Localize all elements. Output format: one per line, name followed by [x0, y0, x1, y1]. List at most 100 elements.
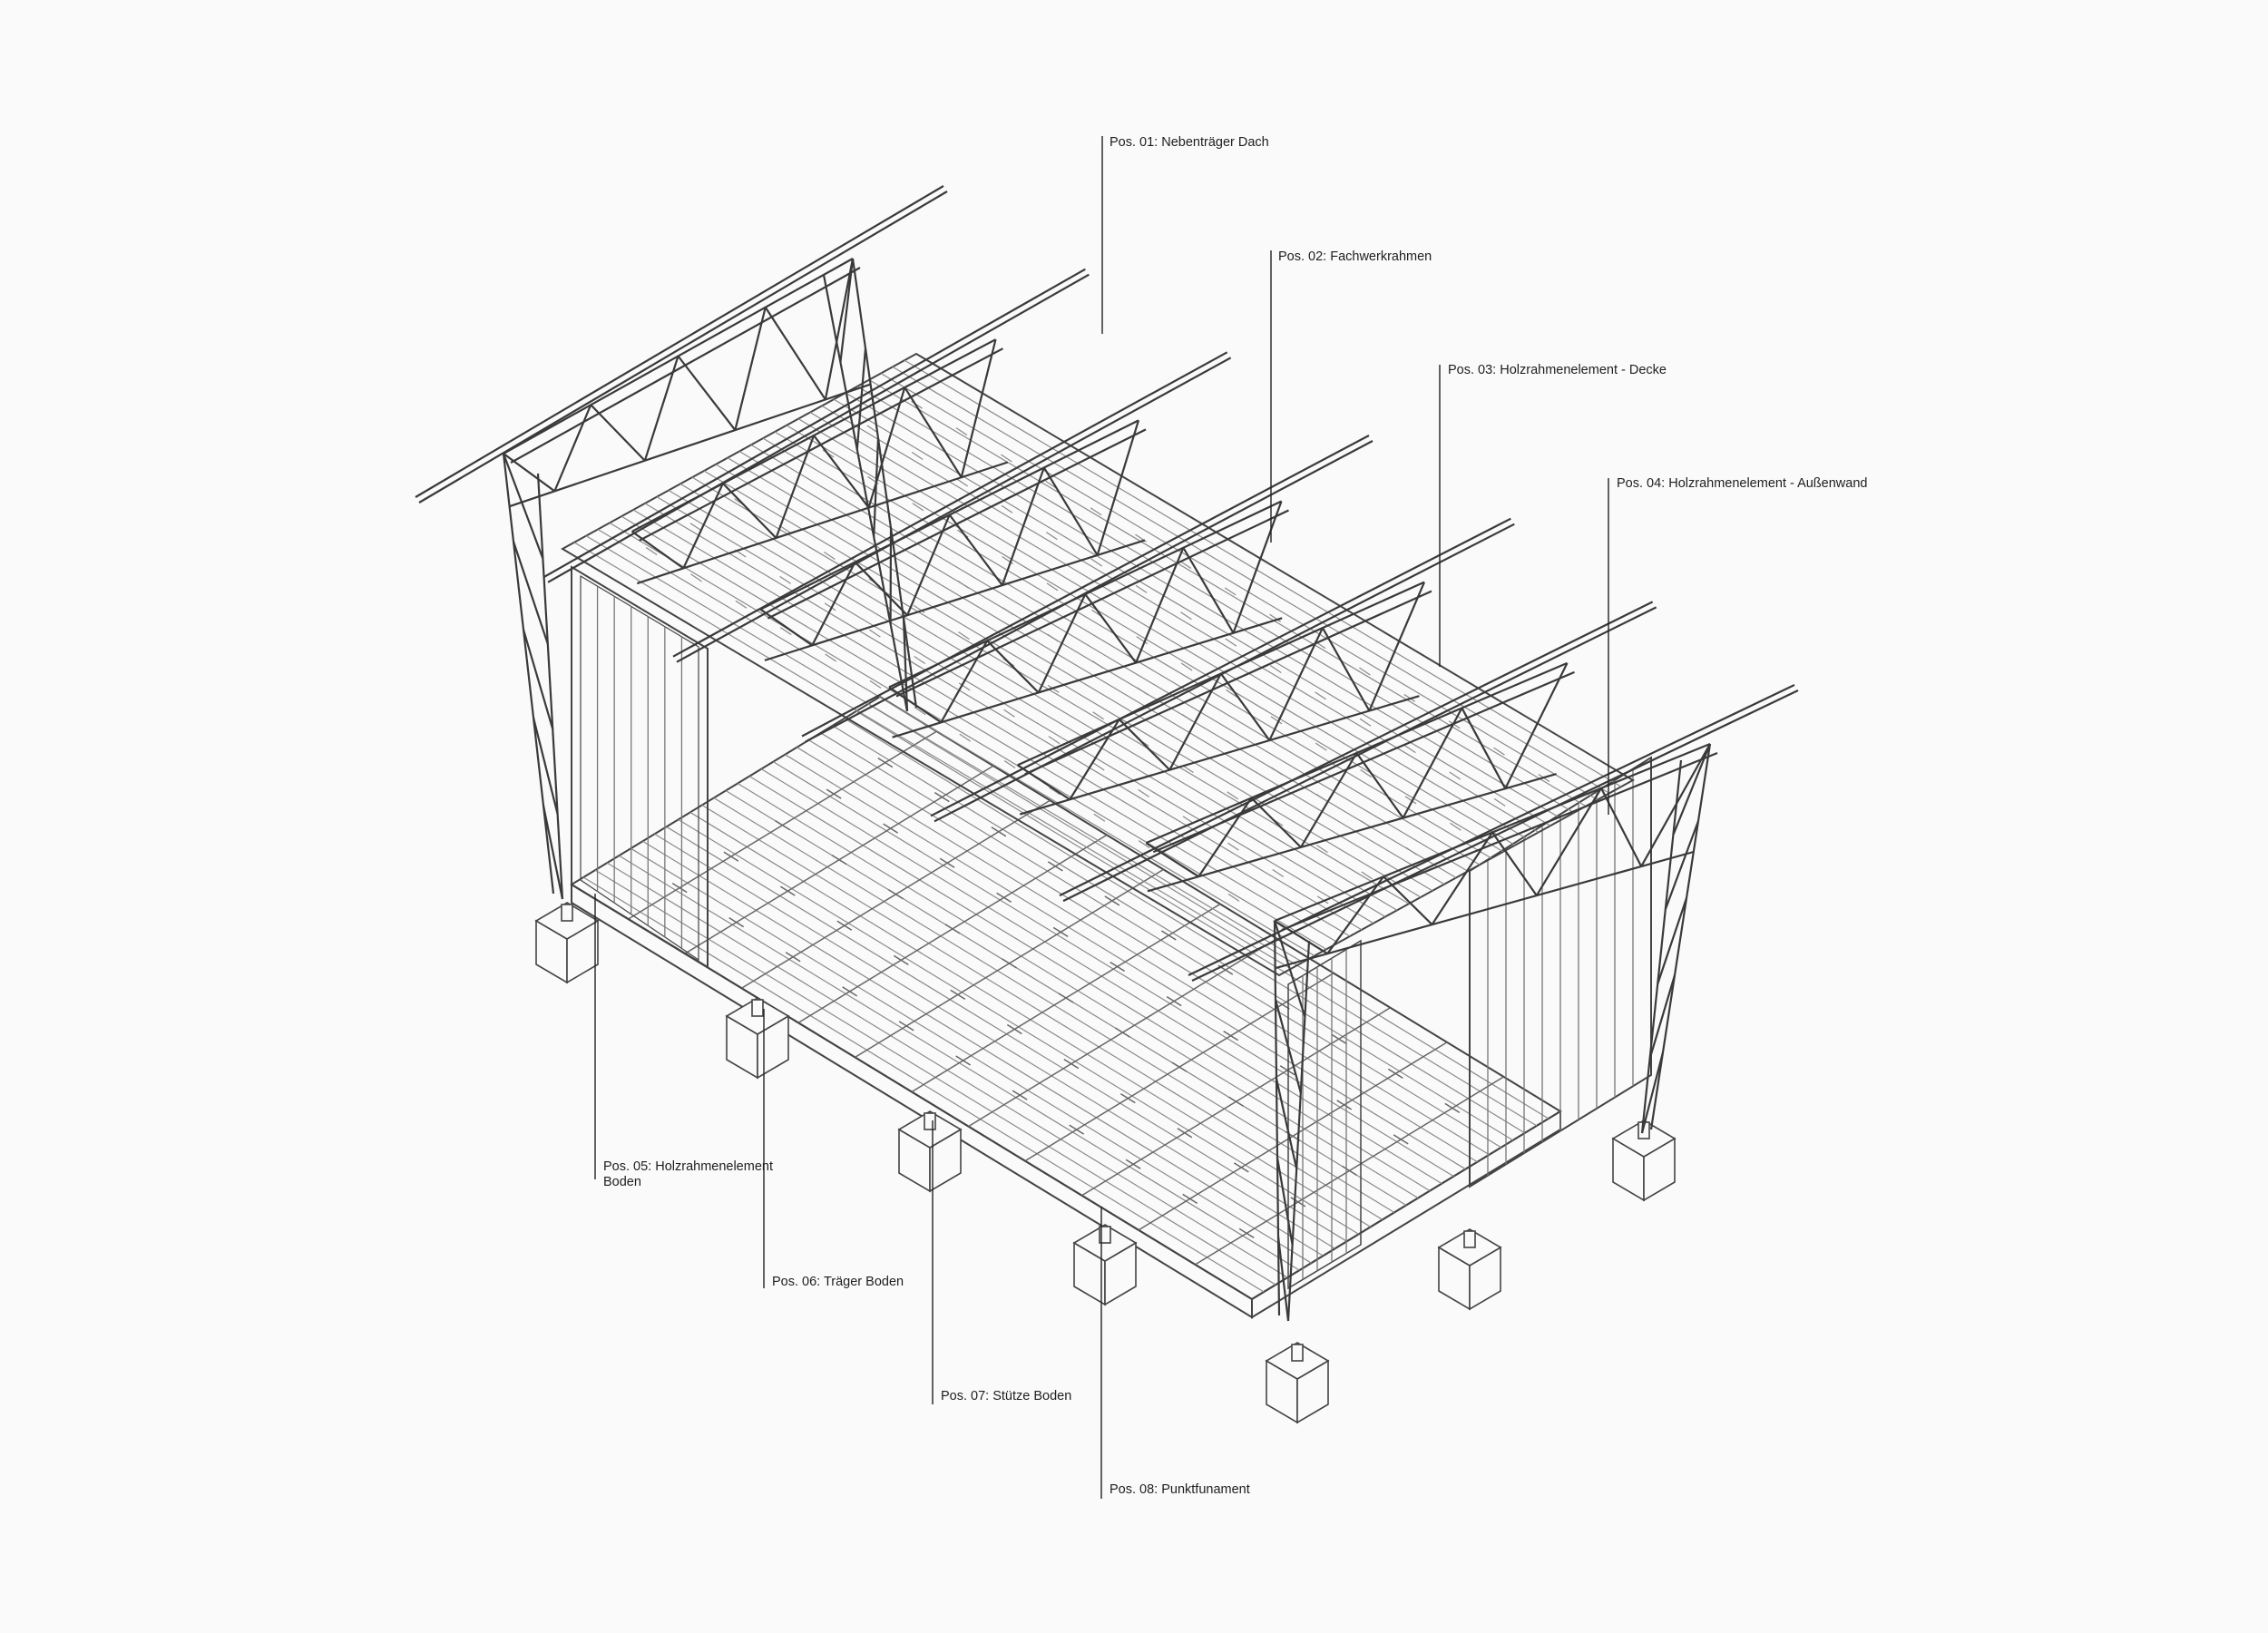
floor-blocking: [1331, 1033, 1347, 1044]
ceiling-joist-tick: [956, 478, 968, 487]
truss-web: [1182, 547, 1235, 634]
ceiling-board: [644, 503, 1363, 931]
truss-web: [811, 562, 856, 646]
truss-leg-web: [1276, 1157, 1294, 1246]
roof-purlin-edge: [418, 191, 948, 504]
floor-blocking: [723, 851, 739, 862]
ceiling-joist-tick: [1003, 760, 1016, 768]
floor-blocking: [877, 757, 894, 768]
truss-web: [1096, 420, 1140, 556]
truss-web: [948, 513, 1003, 586]
floor-blocking: [1233, 1162, 1249, 1173]
truss-frame: [1017, 581, 1432, 816]
truss-leg: [822, 274, 909, 712]
floor-blocking: [826, 788, 842, 799]
ceiling-joist-tick: [1179, 561, 1192, 569]
column-stub: [924, 1112, 936, 1130]
floor-blocking: [1393, 1134, 1409, 1145]
floor-blocking: [1171, 1061, 1188, 1072]
ceiling-joist-tick: [1450, 822, 1461, 831]
floor-blocking: [1166, 995, 1182, 1007]
floor-joists: [628, 730, 1504, 1266]
truss-web: [553, 404, 592, 492]
truss-web: [1268, 627, 1324, 741]
truss-bottom-chord: [509, 383, 871, 508]
wall-front-studs: [1302, 949, 1347, 1280]
ceiling-board: [609, 522, 1327, 950]
truss-web: [1321, 627, 1371, 712]
ceiling-board: [668, 489, 1386, 918]
truss-leg-web: [1274, 999, 1302, 1093]
floor-blocking: [934, 792, 950, 803]
ceiling-board: [573, 542, 1292, 970]
ceiling-joist-tick: [869, 680, 882, 689]
ceiling-joist-tick: [1270, 716, 1283, 725]
truss-frame: [631, 338, 1009, 585]
truss-web: [1250, 797, 1302, 848]
roof-purlin: [543, 268, 1086, 578]
floor-blocking: [1052, 926, 1069, 938]
floor-blocking: [671, 882, 688, 894]
truss-web: [1084, 593, 1137, 664]
truss-web: [867, 386, 906, 508]
roof-purlin-edge: [676, 357, 1232, 663]
ceiling-joist-tick: [1493, 797, 1506, 807]
label-pos06: Pos. 06: Träger Boden: [772, 1275, 904, 1289]
truss-leg-web: [1276, 1236, 1290, 1322]
floor-blocking: [1444, 1102, 1461, 1114]
truss-web: [1299, 752, 1358, 848]
ceiling-joist-tick: [955, 427, 968, 436]
truss-web: [1368, 582, 1426, 711]
ceiling-joist-tick: [1180, 611, 1192, 621]
truss-web: [1402, 707, 1463, 819]
floor-blocking: [1006, 1023, 1022, 1035]
ceiling-joist-tick: [1449, 771, 1461, 780]
ceiling-joist-tick: [1001, 454, 1012, 463]
ceiling-joist-tick: [1003, 709, 1015, 718]
ceiling-joist-tick: [779, 627, 792, 636]
column-stub: [1099, 1226, 1111, 1244]
ceiling-joist-tick: [913, 553, 924, 562]
truss-web: [1069, 719, 1120, 800]
ceiling-board: [856, 386, 1575, 814]
truss-web: [764, 307, 826, 401]
ceiling-joist-tick: [911, 452, 924, 460]
ceiling-joist-tick: [1493, 747, 1505, 756]
ceiling-joist-tick: [1180, 662, 1193, 671]
ceiling-joist-tick: [1224, 587, 1237, 596]
truss-web: [1219, 672, 1271, 741]
ceiling-joist-tick: [914, 656, 926, 664]
floor-blocking: [1177, 1128, 1193, 1139]
ceiling-deck: [560, 352, 1636, 977]
truss-web: [854, 561, 908, 616]
floor-blocking: [779, 885, 796, 896]
floor-blocking: [1110, 961, 1126, 973]
ceiling-joist-tick: [1002, 607, 1014, 616]
ceiling-joist-tick: [1448, 720, 1461, 729]
floor-blocking: [1069, 1124, 1085, 1135]
truss-leg: [536, 473, 564, 900]
ceiling-joist-tick: [778, 474, 790, 483]
truss-web: [1600, 787, 1643, 867]
ceiling-joist-tick: [1227, 893, 1240, 902]
roof-purlin: [1059, 601, 1654, 897]
truss-leg-web: [1657, 897, 1688, 984]
ceiling-board: [880, 372, 1598, 801]
ceiling-joist-tick: [1359, 718, 1372, 727]
floor-blocking: [1058, 993, 1074, 1003]
truss-web: [1118, 719, 1171, 771]
floor-blocking: [888, 889, 904, 900]
truss-leg-web: [502, 453, 544, 560]
ceiling-joist-tick: [1271, 767, 1283, 776]
ceiling-joist-tick: [1181, 713, 1194, 722]
ceiling-joist-tick: [825, 653, 836, 662]
floor-blocking: [939, 857, 955, 868]
floor-blocking: [991, 826, 1007, 837]
truss-web: [1383, 875, 1433, 925]
floor-blocking: [1115, 1027, 1130, 1038]
floor-edge: [571, 883, 1253, 1319]
truss-web: [734, 307, 767, 431]
ceiling-joist-tick: [1092, 762, 1105, 771]
ceiling-joist-tick: [958, 631, 970, 640]
truss-bottom-chord: [1275, 850, 1695, 970]
